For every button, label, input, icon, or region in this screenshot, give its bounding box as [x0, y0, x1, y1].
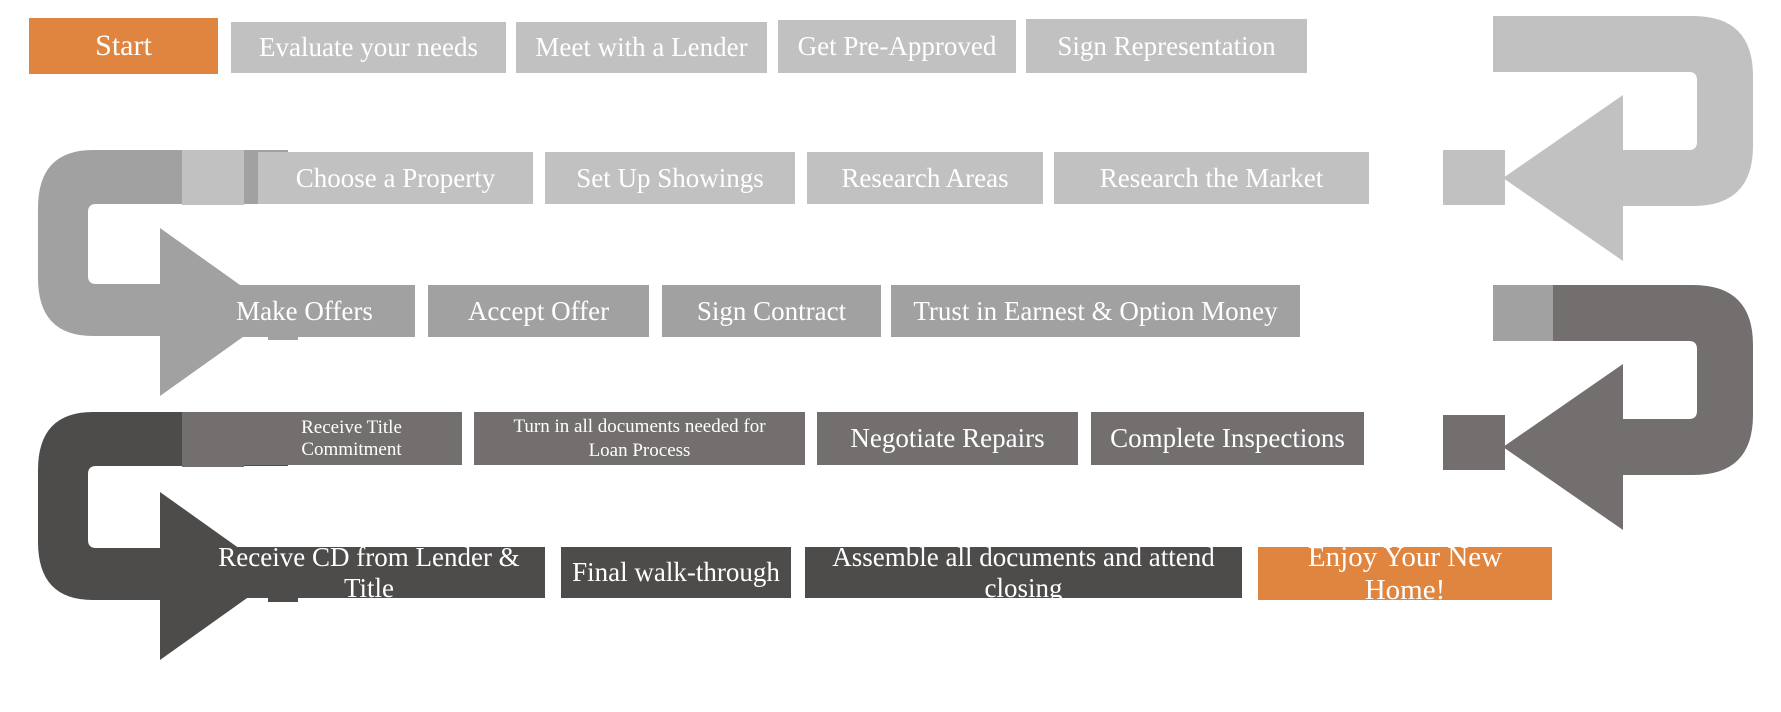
- step-set-up-showings[interactable]: Set Up Showings: [545, 152, 795, 204]
- connector-stub-row2-left: [182, 150, 244, 205]
- step-get-pre-approved[interactable]: Get Pre-Approved: [778, 20, 1016, 73]
- connector-stub-row4-right: [1443, 415, 1505, 470]
- connector-row2-to-row3: [38, 150, 288, 396]
- step-receive-cd-from-lender-and-title[interactable]: Receive CD from Lender & Title: [193, 542, 545, 603]
- step-accept-offer[interactable]: Accept Offer: [428, 285, 649, 337]
- step-meet-with-a-lender[interactable]: Meet with a Lender: [516, 22, 767, 73]
- step-sign-contract[interactable]: Sign Contract: [662, 285, 881, 337]
- step-enjoy-your-new-home[interactable]: Enjoy Your New Home!: [1258, 541, 1552, 606]
- connector-stub-row2-right: [1443, 150, 1505, 205]
- step-receive-title-commitment[interactable]: Receive Title Commitment: [241, 412, 462, 465]
- step-evaluate-your-needs[interactable]: Evaluate your needs: [231, 22, 506, 73]
- step-assemble-all-documents-and-attend-closing[interactable]: Assemble all documents and attend closin…: [805, 542, 1242, 603]
- step-research-the-market[interactable]: Research the Market: [1054, 152, 1369, 204]
- step-turn-in-all-documents-for-loan-process[interactable]: Turn in all documents needed for Loan Pr…: [474, 412, 805, 465]
- connector-stub-row3-right: [1493, 285, 1553, 341]
- connector-stub-row4-left: [182, 412, 244, 467]
- step-trust-in-earnest-and-option-money[interactable]: Trust in Earnest & Option Money: [891, 285, 1300, 337]
- step-final-walk-through[interactable]: Final walk-through: [561, 547, 791, 598]
- step-research-areas[interactable]: Research Areas: [807, 152, 1043, 204]
- step-complete-inspections[interactable]: Complete Inspections: [1091, 412, 1364, 465]
- step-negotiate-repairs[interactable]: Negotiate Repairs: [817, 412, 1078, 465]
- step-start[interactable]: Start: [29, 18, 218, 74]
- connector-stub-row1-right: [1493, 16, 1553, 72]
- step-sign-representation[interactable]: Sign Representation: [1026, 19, 1307, 73]
- step-make-offers[interactable]: Make Offers: [194, 285, 415, 337]
- step-choose-a-property[interactable]: Choose a Property: [258, 152, 533, 204]
